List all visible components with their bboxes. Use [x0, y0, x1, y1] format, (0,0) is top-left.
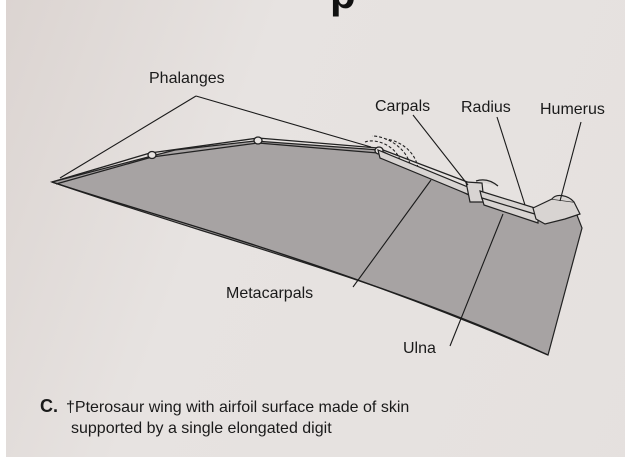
leader-radius [497, 117, 525, 205]
label-ulna: Ulna [403, 340, 436, 358]
label-radius: Radius [461, 99, 511, 117]
caption-line-2: supported by a single elongated digit [40, 418, 600, 439]
wing-membrane [52, 141, 582, 355]
label-metacarpals: Metacarpals [226, 285, 313, 303]
label-humerus: Humerus [540, 101, 605, 119]
label-phalanges: Phalanges [149, 70, 225, 88]
caption-line-1: †Pterosaur wing with airfoil surface mad… [66, 399, 409, 416]
figure-caption: C. †Pterosaur wing with airfoil surface m… [40, 396, 600, 439]
label-carpals: Carpals [375, 98, 430, 116]
leader-humerus [560, 122, 581, 201]
leader-phalanges-2 [196, 96, 371, 147]
caption-letter: C. [40, 396, 58, 416]
